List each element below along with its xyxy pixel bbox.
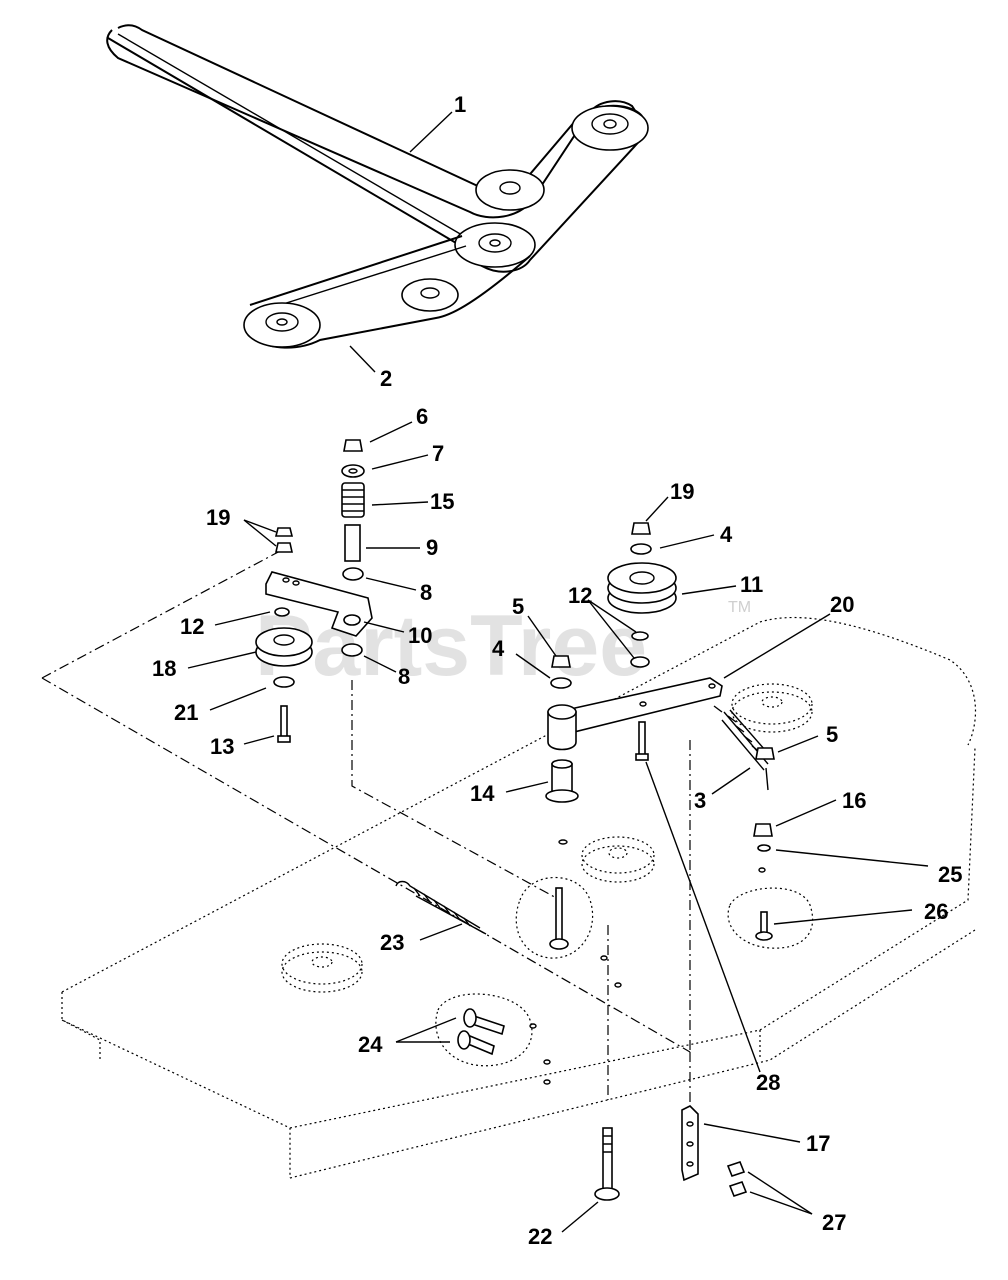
- leader-lines: [187, 111, 929, 1233]
- bolt-22: [594, 1127, 620, 1201]
- washer-7: [341, 464, 365, 478]
- callout-5-left: 5: [512, 594, 524, 619]
- bracket-17: [681, 1105, 699, 1182]
- callout-9: 9: [426, 535, 438, 560]
- washer-12-left: [274, 607, 290, 617]
- callout-4-left: 4: [492, 636, 505, 661]
- bushing-14: [545, 759, 579, 803]
- pulley-center: [454, 222, 536, 268]
- stud-center: [549, 887, 569, 950]
- callout-labels: 1 2 6 7 15 9 8 10 8 19 12 18 21 13 19 4 …: [152, 92, 962, 1249]
- callout-2: 2: [380, 366, 392, 391]
- bushing-8-upper: [342, 567, 364, 581]
- callout-26: 26: [924, 899, 948, 924]
- callout-16: 16: [842, 788, 866, 813]
- callout-11: 11: [740, 572, 763, 597]
- callout-27: 27: [822, 1210, 846, 1235]
- deck-pulley-center: [581, 836, 655, 883]
- deck-blob-lower: [435, 993, 533, 1067]
- callout-18: 18: [152, 656, 176, 681]
- pulley-18: [255, 627, 313, 667]
- pulley-idler-top: [475, 169, 545, 211]
- callout-21: 21: [174, 700, 198, 725]
- callout-25: 25: [938, 862, 962, 887]
- callout-1: 1: [454, 92, 466, 117]
- deck-blob-right: [727, 887, 814, 949]
- bolt-24-upper: [463, 1008, 505, 1036]
- bolt-24-lower: [457, 1030, 495, 1056]
- bolt-26: [755, 911, 773, 941]
- nut-19-right: [631, 522, 651, 535]
- callout-19-right: 19: [670, 479, 694, 504]
- callout-5-right: 5: [826, 722, 838, 747]
- washer-12-right-upper: [631, 631, 649, 641]
- deck-pulley-left: [281, 943, 363, 993]
- assembly-lines: [41, 549, 691, 1130]
- mower-deck: [61, 616, 977, 1179]
- callout-24: 24: [358, 1032, 383, 1057]
- hub-14-top: [547, 704, 577, 751]
- callout-4-right: 4: [720, 522, 733, 547]
- callout-17: 17: [806, 1131, 830, 1156]
- pulley-idler-mid: [401, 278, 459, 312]
- callout-22: 22: [528, 1224, 552, 1249]
- partstree-watermark: PartsTree TM: [255, 598, 751, 694]
- nut-16: [753, 823, 773, 837]
- callout-3: 3: [694, 788, 706, 813]
- deck-pulley-right: [731, 683, 813, 733]
- nut-19-lower: [275, 542, 293, 553]
- callout-7: 7: [432, 441, 444, 466]
- deck-blob-center: [515, 877, 594, 959]
- callout-10: 10: [408, 623, 432, 648]
- washer-21: [273, 676, 295, 688]
- callout-19-left: 19: [206, 505, 230, 530]
- pulley-left: [243, 302, 321, 348]
- washer-4-left: [550, 677, 572, 689]
- callout-13: 13: [210, 734, 234, 759]
- callout-14: 14: [470, 781, 495, 806]
- washer-12-right-lower: [630, 656, 650, 668]
- nut-6: [343, 439, 363, 452]
- washer-4-right: [630, 543, 652, 555]
- nut-5-right: [755, 747, 775, 760]
- nut-5-left: [551, 655, 571, 668]
- callout-8-lower: 8: [398, 664, 410, 689]
- spring-15: [341, 482, 365, 518]
- pulley-11: [607, 562, 677, 614]
- belt-1: [106, 24, 647, 273]
- nut-27-lower: [728, 1181, 748, 1197]
- nut-27-upper: [726, 1161, 746, 1177]
- callout-12-right: 12: [568, 583, 592, 608]
- callout-8-upper: 8: [420, 580, 432, 605]
- washer-25: [757, 844, 771, 852]
- callout-6: 6: [416, 404, 428, 429]
- bolt-13: [277, 705, 291, 743]
- spring-23: [395, 880, 487, 935]
- pulley-top-right: [571, 105, 649, 151]
- bolt-28: [635, 721, 649, 761]
- callout-20: 20: [830, 592, 854, 617]
- small-holes: [529, 839, 766, 1085]
- callout-15: 15: [430, 489, 454, 514]
- callout-12-left: 12: [180, 614, 204, 639]
- bushing-8-lower: [341, 643, 363, 657]
- watermark-text: PartsTree: [255, 598, 647, 694]
- callout-23: 23: [380, 930, 404, 955]
- spacer-9: [344, 524, 361, 562]
- watermark-tm: TM: [728, 599, 751, 616]
- nut-19-upper: [274, 527, 294, 537]
- callout-28: 28: [756, 1070, 780, 1095]
- bracket-10: [265, 571, 373, 637]
